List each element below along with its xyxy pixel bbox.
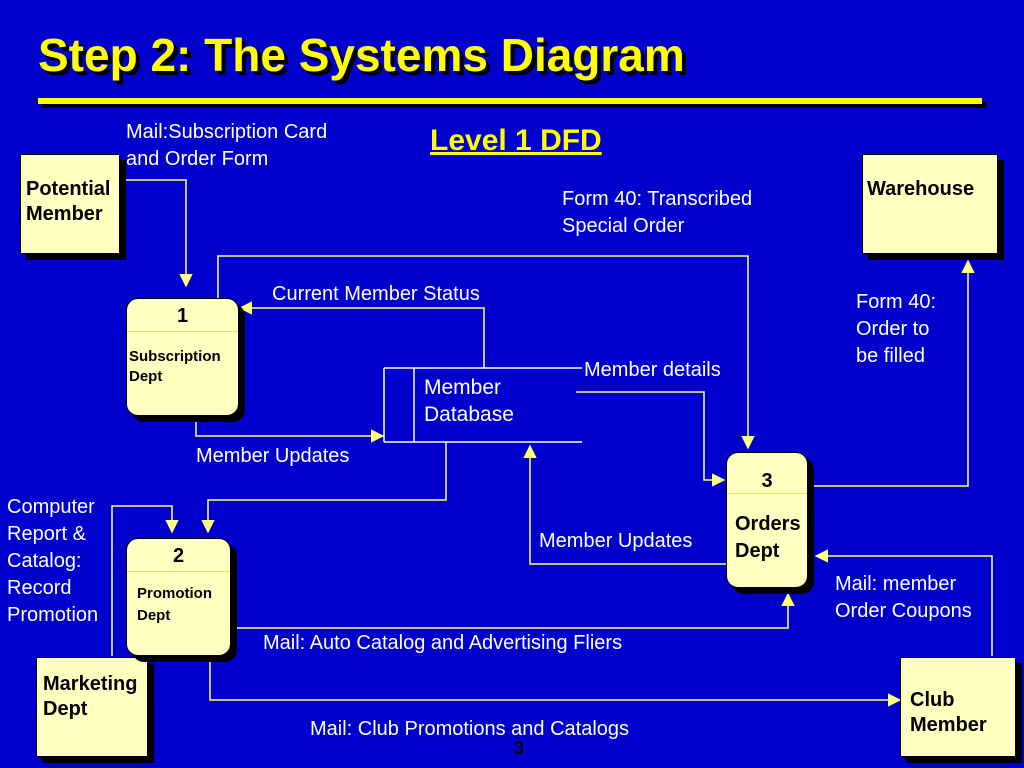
flow-member-details [576,391,726,487]
flow-mail-coupons [814,549,993,656]
label-line: Form 40: [856,291,937,313]
process-name-line: Orders [735,513,801,535]
process-name-line: Subscription [129,348,221,365]
entity-label-line: Potential [26,178,111,200]
process-name-line: Promotion [137,585,212,602]
label-current-member-status: Current Member Status [272,283,480,305]
slide-title: Step 2: The Systems Diagram [38,29,685,81]
process-name: Orders Dept [735,511,801,565]
process-number: 1 [127,299,238,332]
label-line: Promotion [7,604,99,626]
flow-auto-catalog [232,592,795,629]
flow-db-to-promotion [201,442,447,534]
entity-label-line: Club [910,689,955,711]
process-name-line: Dept [137,607,171,624]
process-subscription-dept: 1 Subscription Dept [126,298,239,416]
flow-mail-subscription [122,179,193,288]
label-line: Report & [7,523,86,545]
process-name-line: Dept [129,368,163,385]
process-name: Subscription Dept [129,347,221,387]
entity-label-line: Member [26,203,103,225]
data-store-name-line: Member [424,376,502,399]
page-number: 3 [514,738,525,758]
entity-marketing-dept: Marketing Dept [36,657,148,757]
flow-form40-transcribed [217,255,755,450]
process-number: 3 [727,453,807,494]
label-member-updates-1: Member Updates [196,445,350,467]
flow-form40-order [808,259,975,487]
label-form40-order: Form 40: Order to be filled [856,289,936,370]
flow-club-promotions [209,658,902,707]
data-store-name: Member Database [424,374,514,428]
label-form40-transcribed: Form 40: Transcribed Special Order [562,186,752,240]
member-database-store [383,367,582,443]
label-line: Mail: member [835,573,957,595]
label-line: Order Coupons [835,600,972,622]
label-line: Form 40: Transcribed [562,188,753,210]
flow-member-updates-2 [523,444,726,565]
label-member-details: Member details [584,359,721,381]
label-line: Mail:Subscription Card [126,121,328,143]
entity-label-line: Dept [43,698,88,720]
process-promotion-dept: 2 Promotion Dept [126,538,231,656]
label-line: Catalog: [7,550,82,572]
label-computer-report: Computer Report & Catalog: Record Promot… [7,494,98,629]
entity-label-line: Marketing [43,673,138,695]
process-name-line: Dept [735,540,780,562]
label-member-updates-2: Member Updates [539,530,693,552]
label-mail-subscription: Mail:Subscription Card and Order Form [126,119,327,173]
label-line: Computer [7,496,95,518]
title-underline [38,98,982,104]
flow-member-updates-1 [195,418,385,443]
label-mail-auto-catalog: Mail: Auto Catalog and Advertising Flier… [263,632,623,654]
entity-potential-member: Potential Member [20,154,120,254]
label-line: Order to [856,318,930,340]
label-line: Special Order [562,215,685,237]
label-line: be filled [856,345,925,367]
label-line: Record [7,577,72,599]
diagram-subtitle: Level 1 DFD [430,124,602,157]
process-name: Promotion Dept [137,583,212,627]
process-number: 2 [127,539,230,572]
data-store-name-line: Database [424,403,514,426]
entity-warehouse: Warehouse [862,154,998,254]
label-mail-club-promotions: Mail: Club Promotions and Catalogs [310,718,630,740]
entity-label-line: Member [910,714,987,736]
entity-club-member: Club Member [900,657,1016,757]
flow-computer-report [111,505,179,656]
process-orders-dept: 3 Orders Dept [726,452,808,588]
label-line: and Order Form [126,148,269,170]
flow-current-member-status [238,301,485,368]
label-mail-coupons: Mail: member Order Coupons [835,571,972,625]
entity-label-line: Warehouse [867,178,975,200]
